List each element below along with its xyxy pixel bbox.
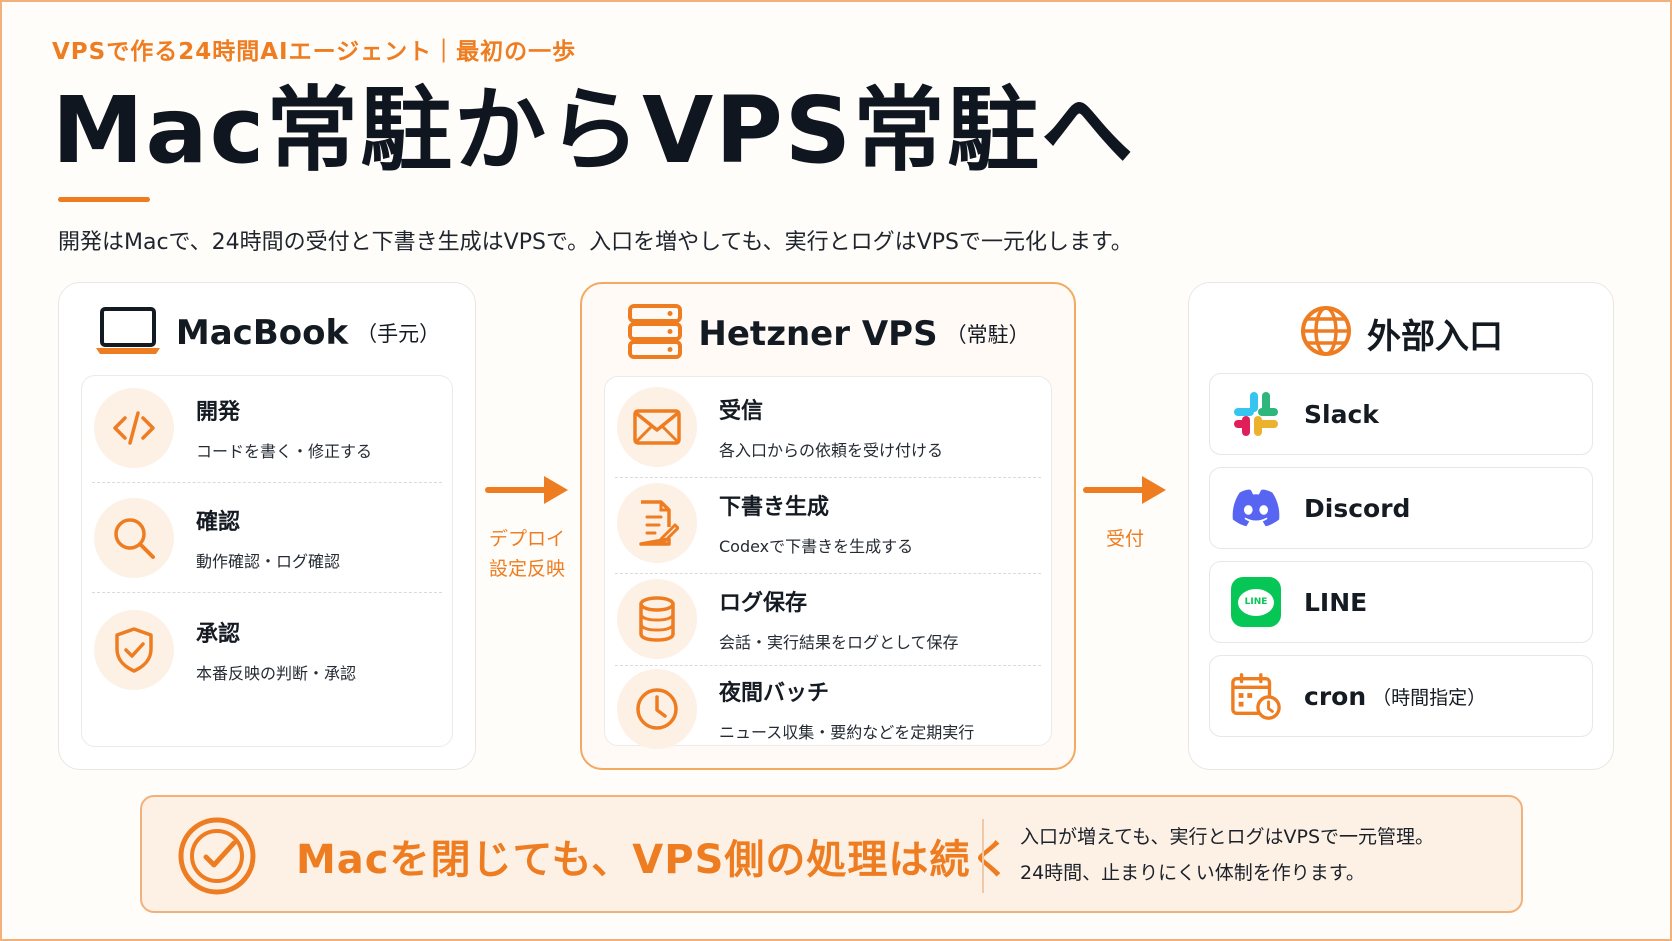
globe-icon: [1299, 304, 1353, 362]
channel-discord: Discord: [1209, 467, 1593, 549]
search-icon: [94, 498, 174, 578]
channel-label: Slack: [1304, 399, 1379, 429]
clock-icon: [617, 669, 697, 749]
vps-title: Hetzner VPS: [698, 314, 938, 354]
summary-note-1: 入口が増えても、実行とログはVPSで一元管理。: [1020, 826, 1435, 848]
page-title: Mac常駐からVPS常駐へ: [52, 77, 1136, 184]
intake-label: 受付: [1105, 528, 1144, 550]
divider: [92, 592, 442, 593]
item-title: 確認: [196, 510, 241, 535]
item-desc: 会話・実行結果をログとして保存: [719, 633, 959, 652]
summary-note-2: 24時間、止まりにくい体制を作ります。: [1020, 862, 1365, 884]
server-icon: [626, 303, 684, 365]
laptop-icon: [94, 306, 162, 360]
summary-notes: 入口が増えても、実行とログはVPSで一元管理。 24時間、止まりにくい体制を作り…: [1020, 819, 1434, 891]
kicker-text: VPSで作る24時間AIエージェント｜最初の一歩: [52, 39, 577, 65]
item-desc: 動作確認・ログ確認: [196, 552, 341, 571]
slack-icon: [1230, 388, 1282, 440]
check-circle-icon: [178, 817, 256, 895]
deploy-label-line2: 設定反映: [488, 558, 565, 580]
macbook-task-list: 開発 コードを書く・修正する 確認 動作確認・ログ確認: [81, 375, 453, 747]
arrow-right-icon: [1083, 476, 1166, 504]
code-icon: [94, 388, 174, 468]
item-title: 開発: [196, 400, 241, 425]
macbook-title: MacBook: [175, 313, 349, 353]
document-edit-icon: [617, 483, 697, 563]
item-desc: 各入口からの依頼を受け付ける: [719, 441, 944, 460]
divider: [92, 482, 442, 483]
list-item-draft: 下書き生成 Codexで下書きを生成する: [617, 483, 1039, 563]
divider: [615, 573, 1041, 574]
summary-message: Macを閉じても、VPS側の処理は続く: [296, 837, 1012, 883]
deploy-label-line1: デプロイ: [488, 528, 565, 550]
macbook-note: （手元）: [356, 322, 441, 346]
item-title: ログ保存: [719, 591, 808, 616]
vps-note: （常駐）: [945, 323, 1030, 347]
channel-label: cron: [1304, 681, 1367, 711]
item-desc: コードを書く・修正する: [196, 442, 373, 461]
item-desc: Codexで下書きを生成する: [719, 537, 914, 556]
title-underline: [58, 197, 150, 202]
entry-panel-header: 外部入口: [1189, 303, 1613, 363]
arrow-right-icon: [485, 476, 568, 504]
item-desc: ニュース収集・要約などを定期実行: [719, 723, 975, 742]
list-item-check: 確認 動作確認・ログ確認: [94, 498, 440, 578]
discord-icon: [1230, 482, 1282, 534]
item-title: 承認: [196, 622, 241, 647]
list-item-log: ログ保存 会話・実行結果をログとして保存: [617, 579, 1039, 659]
line-icon-text: LINE: [1244, 597, 1268, 607]
divider: [615, 477, 1041, 478]
line-icon: LINE: [1230, 576, 1282, 628]
channel-line: LINE LINE: [1209, 561, 1593, 643]
item-desc: 本番反映の判断・承認: [196, 664, 357, 683]
channel-slack: Slack: [1209, 373, 1593, 455]
shield-check-icon: [94, 610, 174, 690]
divider: [982, 819, 984, 893]
macbook-panel-header: MacBook （手元）: [59, 303, 475, 363]
channel-cron: cron （時間指定）: [1209, 655, 1593, 737]
vps-panel-header: Hetzner VPS （常駐）: [582, 304, 1074, 364]
item-title: 夜間バッチ: [719, 681, 830, 706]
entry-title: 外部入口: [1367, 316, 1503, 357]
entry-panel: 外部入口 Slack Discord: [1188, 282, 1614, 770]
channel-sublabel: （時間指定）: [1372, 686, 1487, 709]
list-item-batch: 夜間バッチ ニュース収集・要約などを定期実行: [617, 669, 1039, 749]
channel-label: LINE: [1304, 587, 1368, 617]
list-item-approve: 承認 本番反映の判断・承認: [94, 610, 440, 690]
vps-task-list: 受信 各入口からの依頼を受け付ける 下書き生成 Codexで下書きを生成する: [604, 376, 1052, 749]
item-title: 受信: [719, 399, 764, 424]
calendar-clock-icon: [1230, 670, 1282, 722]
page-subtitle: 開発はMacで、24時間の受付と下書き生成はVPSで。入口を増やしても、実行とロ…: [58, 230, 1133, 255]
item-title: 下書き生成: [719, 495, 830, 520]
mail-icon: [617, 387, 697, 467]
database-icon: [617, 579, 697, 659]
summary-banner: Macを閉じても、VPS側の処理は続く 入口が増えても、実行とログはVPSで一元…: [140, 795, 1523, 913]
divider: [615, 665, 1041, 666]
list-item-develop: 開発 コードを書く・修正する: [94, 388, 440, 468]
vps-panel: Hetzner VPS （常駐） 受信 各入口からの依頼を受け付ける: [580, 282, 1076, 770]
channel-label: Discord: [1304, 493, 1411, 523]
list-item-receive: 受信 各入口からの依頼を受け付ける: [617, 387, 1039, 467]
deploy-label: デプロイ 設定反映: [484, 524, 570, 584]
macbook-panel: MacBook （手元） 開発 コードを書く・修正する: [58, 282, 476, 770]
